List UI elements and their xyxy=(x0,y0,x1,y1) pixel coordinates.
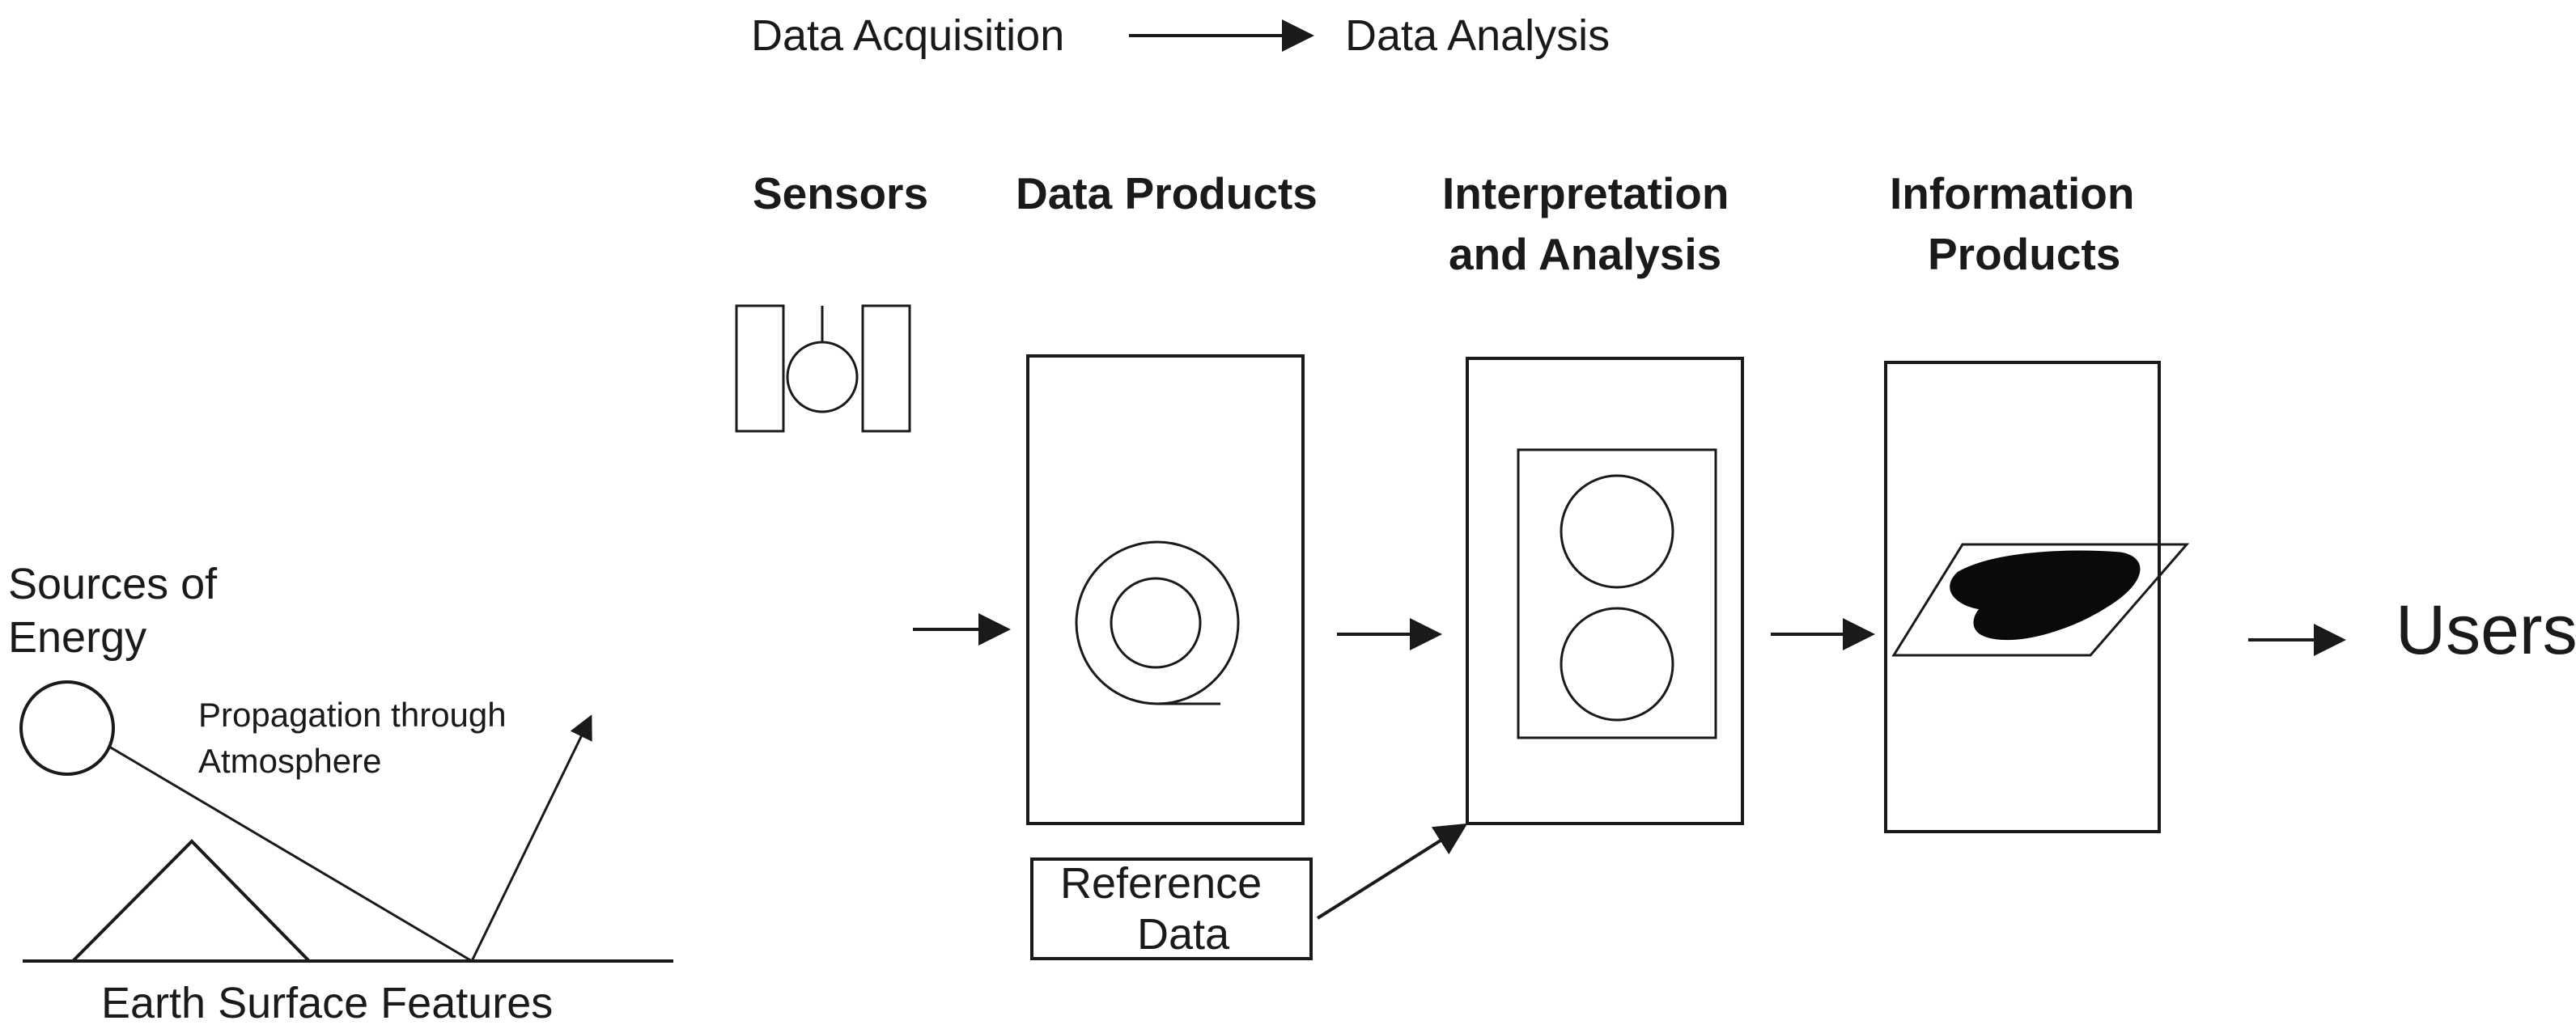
information-products-panel xyxy=(1884,361,2161,833)
spiral-icon xyxy=(1075,540,1240,705)
reflected-energy-arrow xyxy=(470,714,592,962)
stage-heading-interpretation-line1: Interpretation xyxy=(1442,168,1729,218)
earth-surface-label: Earth Surface Features xyxy=(101,979,553,1027)
propagation-label-line2: Atmosphere xyxy=(198,742,381,780)
interpretation-bottom-circle xyxy=(1560,607,1674,722)
data-products-panel xyxy=(1026,354,1305,825)
reference-data-line2: Data xyxy=(1137,910,1230,959)
interpretation-panel xyxy=(1466,357,1744,825)
interpretation-inner-frame xyxy=(1517,448,1717,739)
sources-of-energy-line1: Sources of xyxy=(8,560,218,608)
stage-heading-information-line1: Information xyxy=(1890,168,2134,218)
map-plane xyxy=(1891,543,2190,657)
reference-data-line1: Reference xyxy=(1060,859,1262,908)
stage-heading-data-products: Data Products xyxy=(1016,168,1318,218)
map-feature-blob xyxy=(1950,550,2141,641)
mountain-icon xyxy=(71,839,311,963)
sun-icon xyxy=(19,680,115,776)
incoming-energy-ray xyxy=(108,745,473,963)
sources-of-energy-line2: Energy xyxy=(8,613,146,662)
stage-heading-sensors: Sensors xyxy=(753,168,928,218)
satellite-icon xyxy=(735,304,911,433)
users-label: Users xyxy=(2396,591,2576,669)
header-data-acquisition: Data Acquisition xyxy=(751,11,1064,60)
interpretation-top-circle xyxy=(1560,474,1674,589)
stage-heading-information-line2: Products xyxy=(1928,229,2120,279)
arrow-reference-to-interpretation xyxy=(1316,823,1468,920)
header-data-analysis: Data Analysis xyxy=(1345,11,1610,60)
propagation-label-line1: Propagation through xyxy=(198,696,507,734)
reference-data-box xyxy=(1030,858,1313,960)
stage-heading-interpretation-line2: and Analysis xyxy=(1449,229,1721,279)
